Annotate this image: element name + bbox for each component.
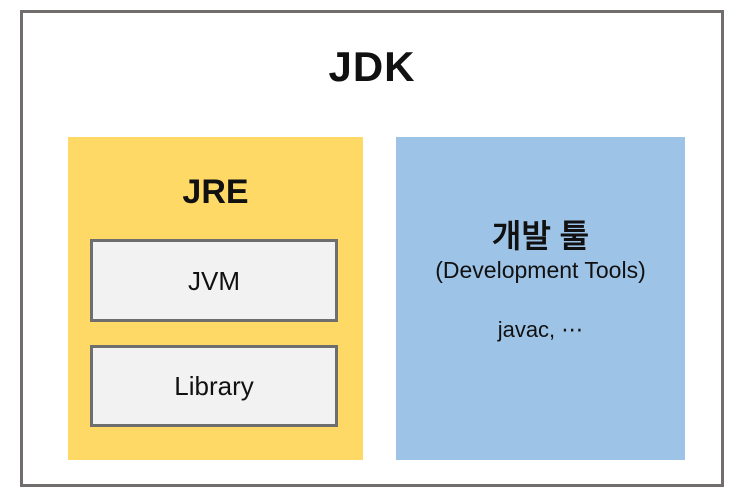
library-label: Library xyxy=(174,371,254,401)
library-box: Library xyxy=(90,345,338,427)
jdk-frame: JDK JRE JVM Library 개발 툴 (Development To… xyxy=(20,10,724,487)
jre-box: JRE JVM Library xyxy=(68,137,363,460)
devtools-title-ko: 개발 툴 xyxy=(491,218,590,254)
jvm-label: JVM xyxy=(188,265,240,296)
jvm-box: JVM xyxy=(90,239,338,322)
devtools-text: 개발 툴 (Development Tools) javac, ⋯ xyxy=(396,217,685,344)
jre-label: JRE xyxy=(182,173,249,211)
jdk-title: JDK xyxy=(328,43,416,90)
devtools-examples: javac, ⋯ xyxy=(497,317,584,342)
devtools-title-en: (Development Tools) xyxy=(435,257,646,283)
devtools-box: 개발 툴 (Development Tools) javac, ⋯ xyxy=(396,137,685,460)
